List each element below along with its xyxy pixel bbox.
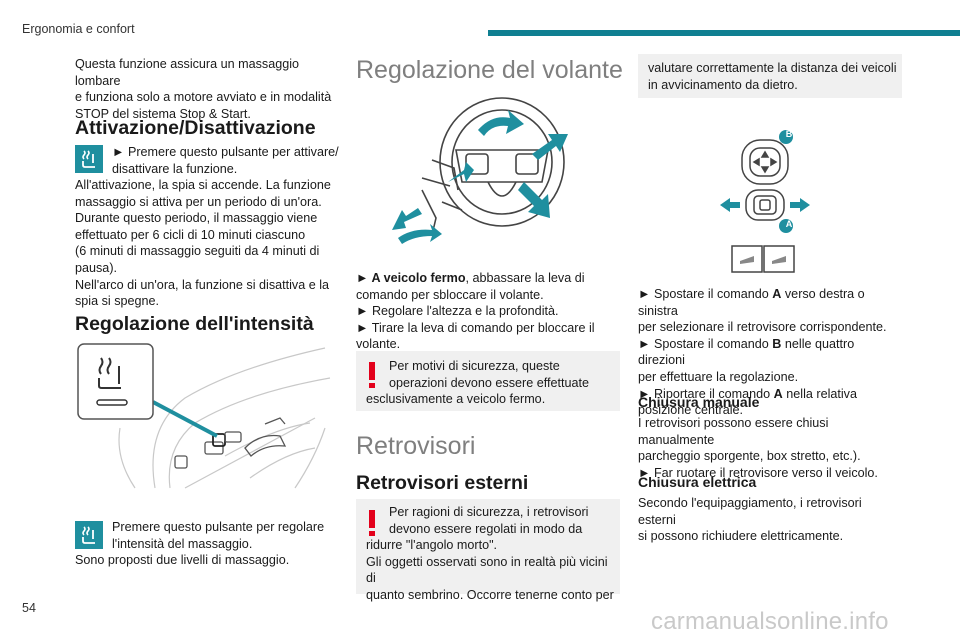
manual-line: I retrovisori possono essere chiusi manu… <box>638 416 829 447</box>
section-title-steering: Regolazione del volante <box>356 56 623 84</box>
section-title-activation: Attivazione/Disattivazione <box>75 117 316 139</box>
activation-line: Nell'arco di un'ora, la funzione si disa… <box>75 277 330 292</box>
warning-line: devono essere regolati in modo da <box>389 521 583 536</box>
steering-line: ► Regolare l'altezza e la profondità. <box>356 304 559 319</box>
warning-line: valutare correttamente la distanza dei v… <box>648 61 897 75</box>
electric-line: Secondo l'equipaggiamento, i retrovisori… <box>638 496 862 527</box>
activation-line: ► Premere questo pulsante per attivare/ <box>112 145 339 159</box>
steering-text: , abbassare la leva di <box>465 271 585 285</box>
activation-line: spia si spegne. <box>75 294 160 309</box>
section-title-external-mirrors: Retrovisori esterni <box>356 472 529 494</box>
instruction-line: ► Spostare il comando B nelle quattro di… <box>638 336 855 368</box>
warning-line: Gli oggetti osservati sono in realtà più… <box>366 554 608 586</box>
warning-box-vehicle-stopped: Per motivi di sicurezza, queste operazio… <box>356 351 620 411</box>
manual-line: ► Far ruotare il retrovisore verso il ve… <box>638 465 878 480</box>
activation-line: (6 minuti di massaggio seguiti da 4 minu… <box>75 244 320 259</box>
section-title-electric-folding: Chiusura elettrica <box>638 474 757 490</box>
steering-wheel-illustration <box>392 97 568 244</box>
instruction-line: per selezionare il retrovisore corrispon… <box>638 320 887 335</box>
watermark: carmanualsonline.info <box>651 608 889 635</box>
page-number: 54 <box>22 601 36 615</box>
warning-line: ridurre "l'angolo morto". <box>366 538 498 552</box>
intensity-line: Premere questo pulsante per regolare <box>112 520 325 534</box>
activation-line: massaggio si attiva per un periodo di un… <box>75 194 322 209</box>
intensity-line: l'intensità del massaggio. <box>112 536 253 551</box>
activation-line: Durante questo periodo, il massaggio vie… <box>75 211 318 226</box>
header-accent-bar <box>488 30 960 36</box>
warning-line: Per motivi di sicurezza, queste <box>389 359 560 373</box>
intro-line: e funziona solo a motore avviato e in mo… <box>75 90 332 105</box>
instruction-line: posizione centrale. <box>638 403 744 418</box>
warning-line: operazioni devono essere effettuate <box>389 375 590 390</box>
instruction-line: ► Spostare il comando A verso destra o s… <box>638 287 865 318</box>
warning-line: in avvicinamento da dietro. <box>648 77 798 92</box>
warning-line: quanto sembrino. Occorre tenerne conto p… <box>366 587 614 602</box>
instruction-line: ► Riportare il comando A nella relativa <box>638 386 857 401</box>
label-b: B <box>785 129 793 139</box>
intro-line: STOP del sistema Stop & Start. <box>75 106 251 121</box>
instruction-line: per effettuare la regolazione. <box>638 369 799 384</box>
intro-line: Questa funzione assicura un massaggio lo… <box>75 57 300 88</box>
activation-line: All'attivazione, la spia si accende. La … <box>75 178 331 192</box>
warning-box-continued: valutare correttamente la distanza dei v… <box>638 54 902 98</box>
activation-line: effettuato per 6 cicli di 10 minuti cias… <box>75 227 306 242</box>
activation-line: pausa). <box>75 260 118 275</box>
intensity-line: Sono proposti due livelli di massaggio. <box>75 553 290 567</box>
seat-massage-icon-large <box>96 357 128 406</box>
section-title-intensity: Regolazione dell'intensità <box>75 313 314 335</box>
steering-line: volante. <box>356 337 401 352</box>
section-title-mirrors: Retrovisori <box>356 432 476 460</box>
steering-line: ► A veicolo fermo, abbassare la leva di <box>356 270 595 287</box>
manual-line: parcheggio sporgente, box stretto, etc.)… <box>638 449 861 464</box>
label-a: A <box>785 219 793 229</box>
warning-exclamation-icon <box>369 362 375 388</box>
warning-line: Per ragioni di sicurezza, i retrovisori <box>389 505 589 519</box>
electric-line: si possono richiudere elettricamente. <box>638 529 844 544</box>
steering-line: ► Tirare la leva di comando per bloccare… <box>356 320 595 335</box>
seat-massage-icon <box>75 521 103 549</box>
warning-exclamation-icon <box>369 510 375 536</box>
warning-box-blind-spot: Per ragioni di sicurezza, i retrovisori … <box>356 499 620 602</box>
seat-control-illustration <box>77 343 331 489</box>
warning-line: esclusivamente a veicolo fermo. <box>366 392 546 406</box>
section-title-manual-folding: Chiusura manuale <box>638 394 760 410</box>
running-header: Ergonomia e confort <box>22 22 135 36</box>
seat-massage-icon <box>75 145 103 173</box>
steering-line: comando per sbloccare il volante. <box>356 287 544 302</box>
activation-line: disattivare la funzione. <box>112 161 238 176</box>
steering-bold: ► A veicolo fermo <box>356 271 466 285</box>
mirror-control-illustration <box>720 130 810 273</box>
